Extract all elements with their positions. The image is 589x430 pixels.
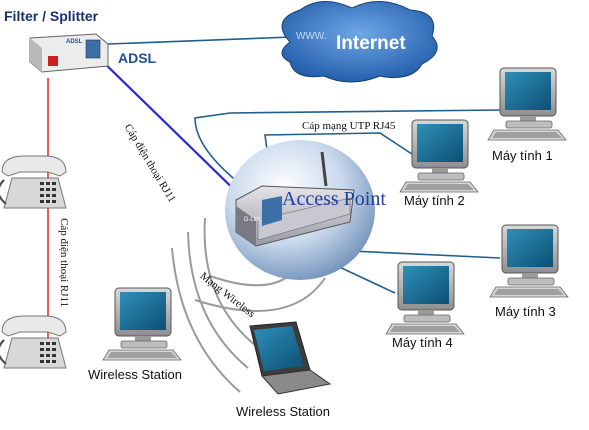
splitter-device [29, 33, 109, 73]
ap-brand-label: D-Link [244, 217, 262, 223]
access-point-label: Access Point [282, 188, 386, 210]
wireless-station-bottom-label: Wireless Station [236, 404, 330, 419]
pc4-label: Máy tính 4 [392, 335, 453, 350]
pc2-label: Máy tính 2 [404, 193, 465, 208]
computer-1 [487, 67, 567, 141]
pc3-label: Máy tính 3 [495, 304, 556, 319]
antenna [320, 151, 328, 187]
utp-cable-label: Cáp mạng UTP RJ45 [302, 120, 396, 132]
computer-4 [385, 261, 465, 335]
internet-cloud [281, 1, 438, 83]
pc1-label: Máy tính 1 [492, 148, 553, 163]
filter-splitter-label: Filter / Splitter [4, 8, 99, 24]
adsl-device-text: ADSL [66, 39, 83, 45]
rj11-vertical-label: Cáp điện thoại RJ11 [58, 218, 70, 308]
adsl-cable [95, 54, 251, 206]
adsl-label: ADSL [118, 50, 157, 66]
www-label: www. [296, 27, 328, 42]
wireless-station-desktop [102, 287, 182, 361]
internet-label: Internet [336, 33, 406, 54]
computer-2 [399, 119, 479, 193]
telephone-top [0, 155, 67, 209]
wireless-station-laptop [249, 321, 332, 395]
wireless-station-left-label: Wireless Station [88, 367, 182, 382]
internet-link [107, 36, 293, 45]
computer-3 [489, 224, 569, 298]
access-point-device [235, 151, 355, 247]
telephone-bottom [0, 315, 67, 369]
